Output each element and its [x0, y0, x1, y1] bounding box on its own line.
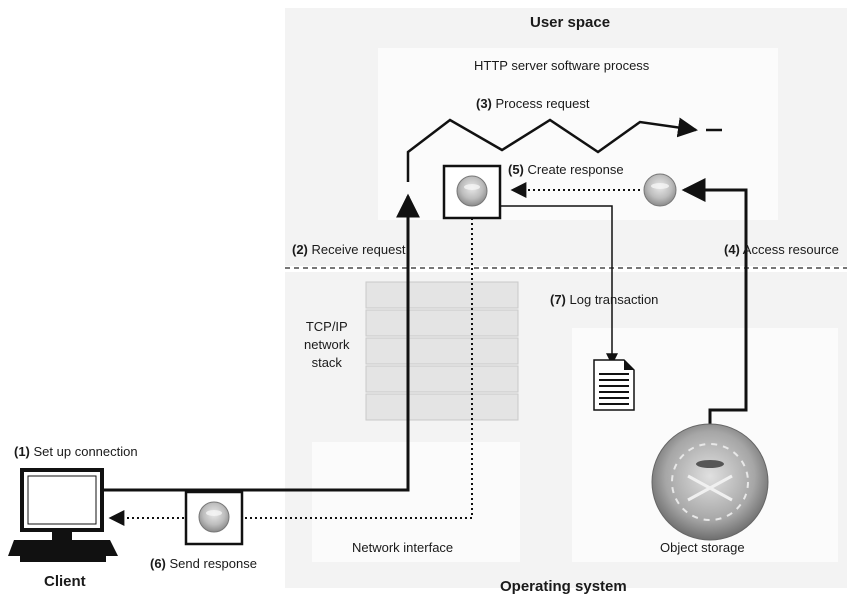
http-server-process-box: [378, 48, 778, 220]
document-icon: [593, 359, 635, 411]
step-6-label: (6) Send response: [150, 556, 257, 571]
request-path-line: [104, 193, 420, 492]
network-interface-box: [312, 442, 520, 562]
send-gear-icon: [184, 490, 244, 546]
operating-system-title: Operating system: [500, 578, 627, 595]
send-response-line: [244, 218, 473, 519]
monitor-icon: [8, 468, 118, 562]
http-process-title: HTTP server software process: [474, 58, 650, 73]
tcpip-stack-icon: [365, 281, 519, 421]
response-gear-icon: [442, 164, 502, 220]
step-4-label: (4) Access resource: [724, 242, 839, 257]
storage-disk-icon: [651, 423, 769, 541]
step-7-label: (7) Log transaction: [550, 292, 659, 307]
step-2-label: (2) Receive request: [292, 242, 406, 257]
process-request-line: [406, 117, 698, 182]
step-3-label: (3) Process request: [476, 96, 590, 111]
gear-icon: [643, 173, 677, 207]
step-5-label: (5) Create response: [508, 162, 624, 177]
client-label: Client: [44, 573, 86, 590]
step-1-label: (1) Set up connection: [14, 444, 138, 459]
user-space-title: User space: [530, 14, 611, 31]
log-transaction-line: [500, 205, 618, 366]
tcpip-stack-label: TCP/IP network stack: [304, 319, 350, 370]
network-interface-label: Network interface: [352, 540, 454, 555]
object-storage-label: Object storage: [660, 540, 745, 555]
